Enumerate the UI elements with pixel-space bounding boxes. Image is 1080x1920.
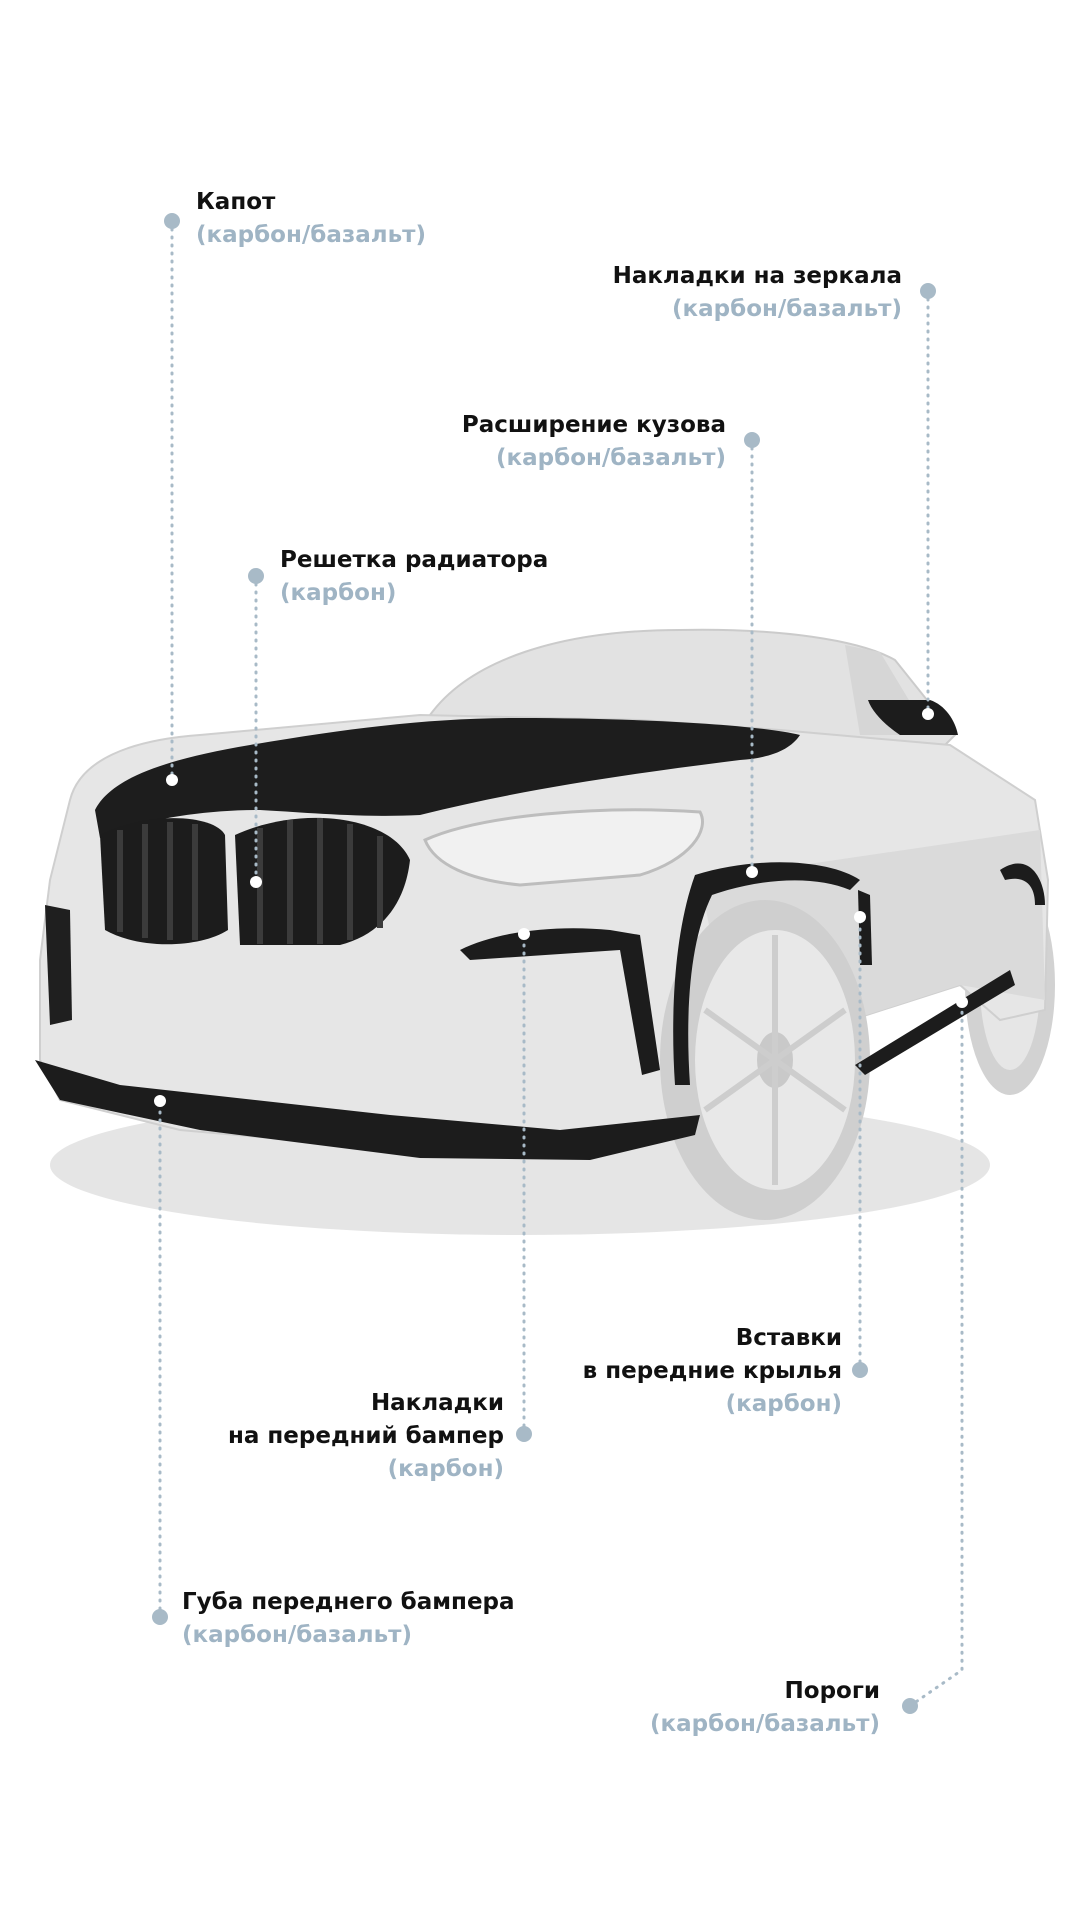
left-intake xyxy=(45,905,72,1025)
callout-hood: Капот (карбон/базальт) xyxy=(196,186,426,252)
callout-side-skirts: Пороги (карбон/базальт) xyxy=(650,1675,880,1741)
callout-fender-inserts: Вставки в передние крылья (карбон) xyxy=(583,1322,842,1421)
label-dot-body-kit xyxy=(744,432,760,448)
callout-material: (карбон) xyxy=(280,580,397,606)
carbon-mirror-cap xyxy=(868,700,958,735)
part-dot-grille xyxy=(250,876,262,888)
carbon-fender-insert xyxy=(858,890,872,965)
callout-bumper-overlays: Накладки на передний бампер (карбон) xyxy=(228,1387,504,1486)
part-dot-body-kit xyxy=(746,866,758,878)
carbon-fender-flare xyxy=(673,862,860,1085)
callout-title: Пороги xyxy=(784,1678,880,1704)
label-dot-mirror-caps xyxy=(920,283,936,299)
callout-front-lip: Губа переднего бампера (карбон/базальт) xyxy=(182,1586,515,1652)
label-dot-front-lip xyxy=(152,1609,168,1625)
label-dot-grille xyxy=(248,568,264,584)
rear-fender-flare xyxy=(1000,863,1045,905)
callout-title: Накладки на передний бампер xyxy=(227,1390,504,1449)
part-dot-front-lip xyxy=(154,1095,166,1107)
front-wheel xyxy=(660,900,870,1220)
part-dot-fender-inserts xyxy=(854,911,866,923)
callout-title: Расширение кузова xyxy=(461,412,726,438)
callout-body-kit: Расширение кузова (карбон/базальт) xyxy=(462,409,726,475)
part-dot-mirror-caps xyxy=(922,708,934,720)
carbon-front-lip xyxy=(35,1060,700,1160)
callout-title: Вставки в передние крылья xyxy=(582,1325,842,1384)
callout-title: Решетка радиатора xyxy=(280,547,549,573)
label-dot-side-skirts xyxy=(902,1698,918,1714)
callout-title: Капот xyxy=(196,189,276,215)
part-dot-hood xyxy=(166,774,178,786)
callout-title: Накладки на зеркала xyxy=(612,263,902,289)
carbon-bumper-overlays xyxy=(460,928,660,1075)
callout-material: (карбон/базальт) xyxy=(650,1711,880,1737)
carbon-grille xyxy=(100,817,410,945)
part-dot-side-skirts xyxy=(956,996,968,1008)
callout-material: (карбон/базальт) xyxy=(496,445,726,471)
carbon-side-skirt xyxy=(855,970,1015,1075)
label-dot-bumper-overlays xyxy=(516,1426,532,1442)
part-dot-bumper-overlays xyxy=(518,928,530,940)
callout-material: (карбон/базальт) xyxy=(182,1622,412,1648)
callout-material: (карбон/базальт) xyxy=(672,296,902,322)
label-dot-fender-inserts xyxy=(852,1362,868,1378)
callout-title: Губа переднего бампера xyxy=(182,1589,515,1615)
callout-material: (карбон) xyxy=(387,1456,504,1482)
callout-grille: Решетка радиатора (карбон) xyxy=(280,544,548,610)
callout-mirror-caps: Накладки на зеркала (карбон/базальт) xyxy=(613,260,902,326)
carbon-hood xyxy=(95,718,800,838)
callout-material: (карбон/базальт) xyxy=(196,222,426,248)
leader-line-side-skirts xyxy=(908,1000,964,1708)
label-dot-hood xyxy=(164,213,180,229)
headlight xyxy=(423,808,704,887)
callout-material: (карбон) xyxy=(725,1391,842,1417)
